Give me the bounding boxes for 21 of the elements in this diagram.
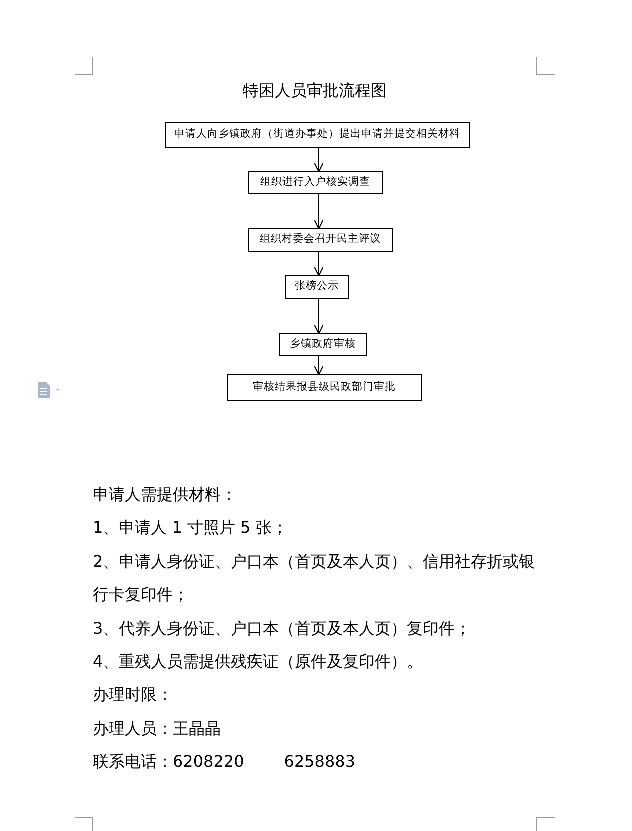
arrow [314,252,324,276]
arrow [314,194,324,230]
process-box: 审核结果报县级民政部门审批 [227,374,422,401]
text-line: 3、代养人身份证、户口本（首页及本人页）复印件； [93,618,472,640]
process-box: 申请人向乡镇政府（街道办事处）提出申请并提交相关材料 [165,122,470,148]
process-box: 乡镇政府审核 [279,333,367,356]
text-line: 联系电话：6208220 [93,751,244,774]
title: 特困人员审批流程图 [242,80,388,102]
arrow [314,298,324,334]
text-line: 6258883 [284,751,356,774]
arrow [314,148,324,172]
arrow [314,356,324,376]
process-box: 组织村委会召开民主评议 [248,228,393,252]
text-line: 1、申请人 1 寸照片 5 张； [93,517,289,540]
text-line: 申请人需提供材料： [93,484,238,506]
text-line: 2、申请人身份证、户口本（首页及本人页）、信用社存折或银行卡复印件； [93,550,536,606]
text-line: 4、重残人员需提供残疾证（原件及复印件）。 [93,651,424,674]
text-line: 办理人员：王晶晶 [93,718,222,740]
process-box: 张榜公示 [285,275,349,299]
text-line: 办理时限： [93,684,174,706]
process-box: 组织进行入户核实调查 [248,171,383,194]
